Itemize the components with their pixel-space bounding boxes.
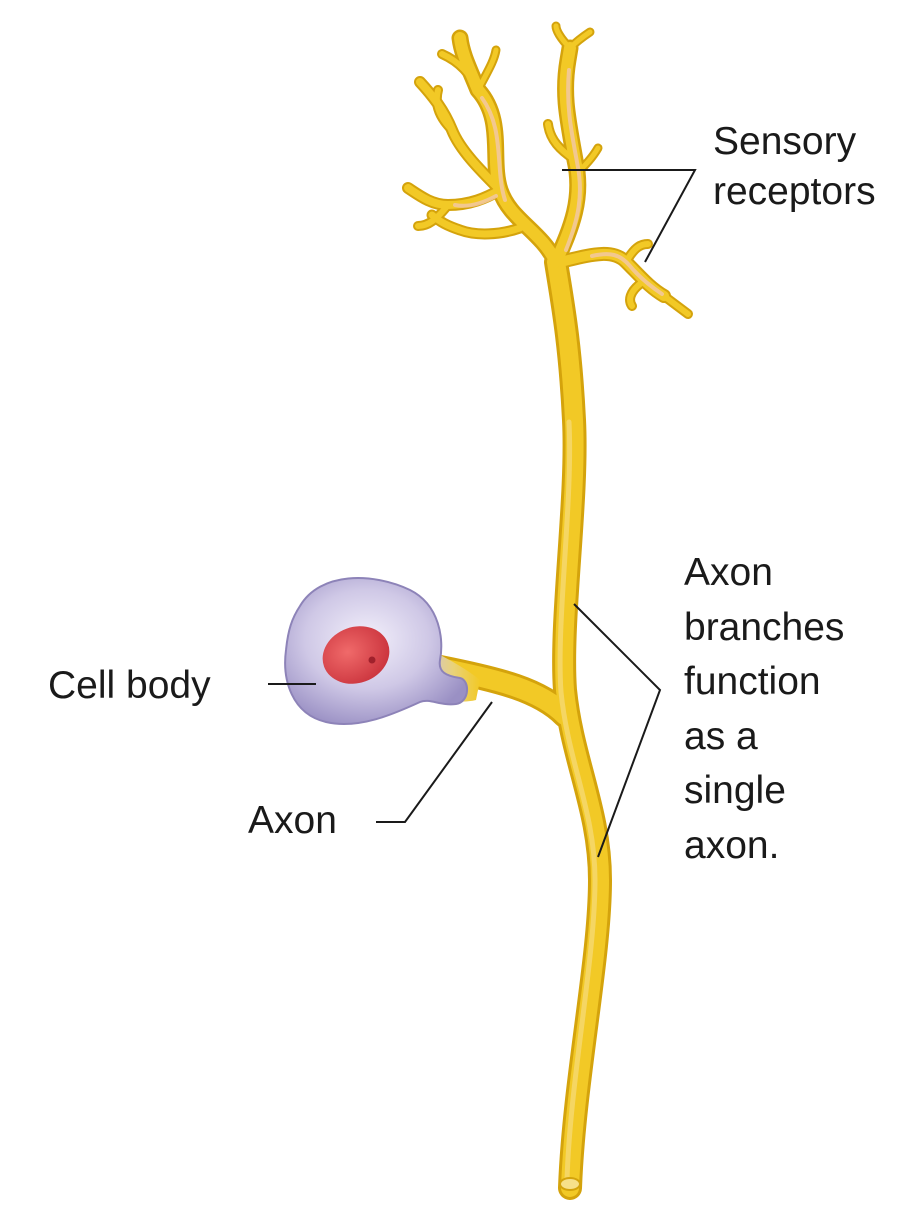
label-line: function	[684, 660, 821, 703]
label-line: Sensory	[713, 120, 857, 163]
label-line: branches	[684, 605, 845, 649]
label-sensory-receptors: Sensory receptors	[713, 117, 876, 217]
leader-line-axon-branches	[573, 603, 662, 858]
axon-cut-end	[559, 1177, 581, 1191]
nucleolus	[368, 656, 376, 664]
nucleus	[322, 626, 390, 684]
label-line: Axon	[684, 551, 773, 594]
label-axon-branches: Axon branches function as a single axon.	[684, 546, 844, 873]
label-line: axon.	[684, 823, 780, 867]
nerve-fiber	[402, 21, 693, 1200]
leader-line-sensory-receptors	[562, 169, 697, 263]
label-line: single	[684, 769, 786, 812]
leader-lines	[268, 169, 697, 858]
cell-body-shape	[284, 577, 480, 725]
label-line: as a	[684, 714, 758, 758]
label-cell-body: Cell body	[48, 664, 211, 707]
label-line: receptors	[713, 170, 876, 213]
label-axon: Axon	[248, 799, 337, 842]
leader-line-axon	[376, 701, 493, 823]
